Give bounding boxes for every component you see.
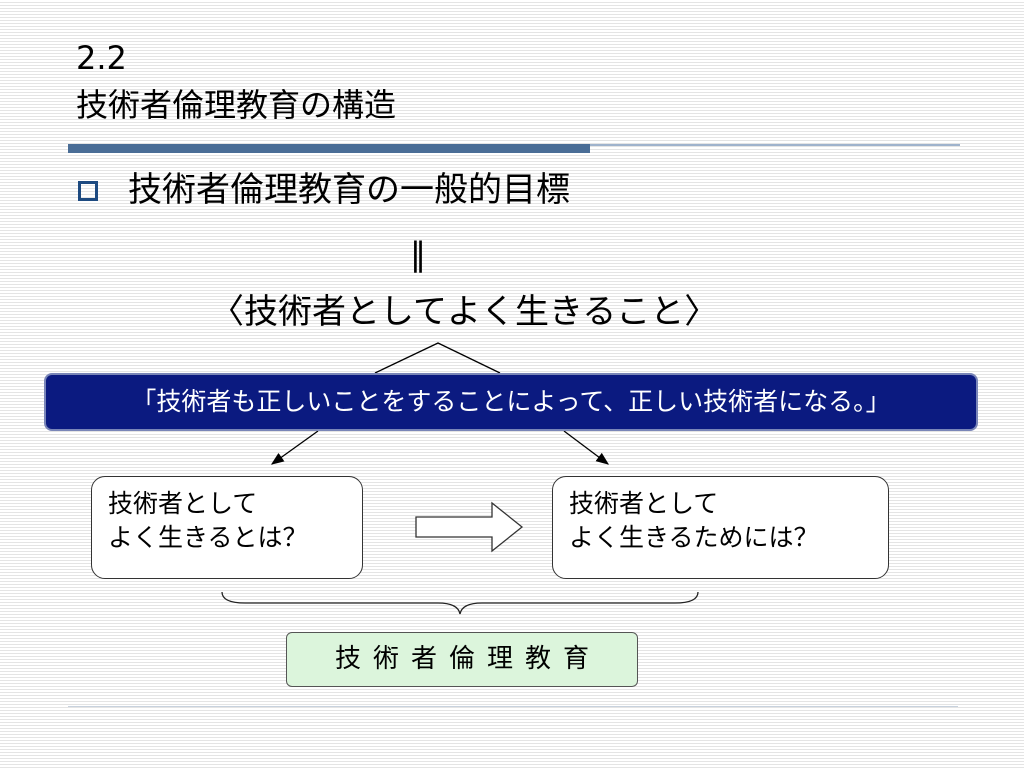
header-divider-light	[590, 144, 960, 146]
section-number: 2.2	[76, 39, 127, 77]
page-title: 技術者倫理教育の構造	[76, 86, 397, 124]
arrow-left	[270, 430, 319, 465]
question-box-how: 技術者として よく生きるためには？	[552, 476, 889, 579]
question-box-how-line1: 技術者として	[569, 489, 719, 518]
quote-banner: 「技術者も正しいことをすることによって、正しい技術者になる。」	[44, 373, 978, 431]
curly-brace	[221, 591, 699, 615]
bullet-heading: 技術者倫理教育の一般的目標	[128, 170, 570, 210]
question-box-what-line2: よく生きるとは？	[108, 523, 308, 552]
apex-lines	[374, 342, 501, 374]
equals-symbol: ‖	[410, 235, 426, 273]
goal-statement: 〈技術者としてよく生きること〉	[210, 292, 719, 332]
question-box-how-line2: よく生きるためには？	[569, 523, 819, 552]
question-box-what-line1: 技術者として	[108, 489, 258, 518]
footer-divider	[68, 706, 958, 707]
ethics-education-box: 技術者倫理教育	[286, 632, 638, 687]
header-divider-dark	[68, 144, 590, 153]
arrow-right	[563, 430, 610, 465]
bullet-square-icon	[78, 181, 98, 201]
block-arrow-icon	[415, 501, 524, 553]
question-box-what: 技術者として よく生きるとは？	[91, 476, 363, 579]
